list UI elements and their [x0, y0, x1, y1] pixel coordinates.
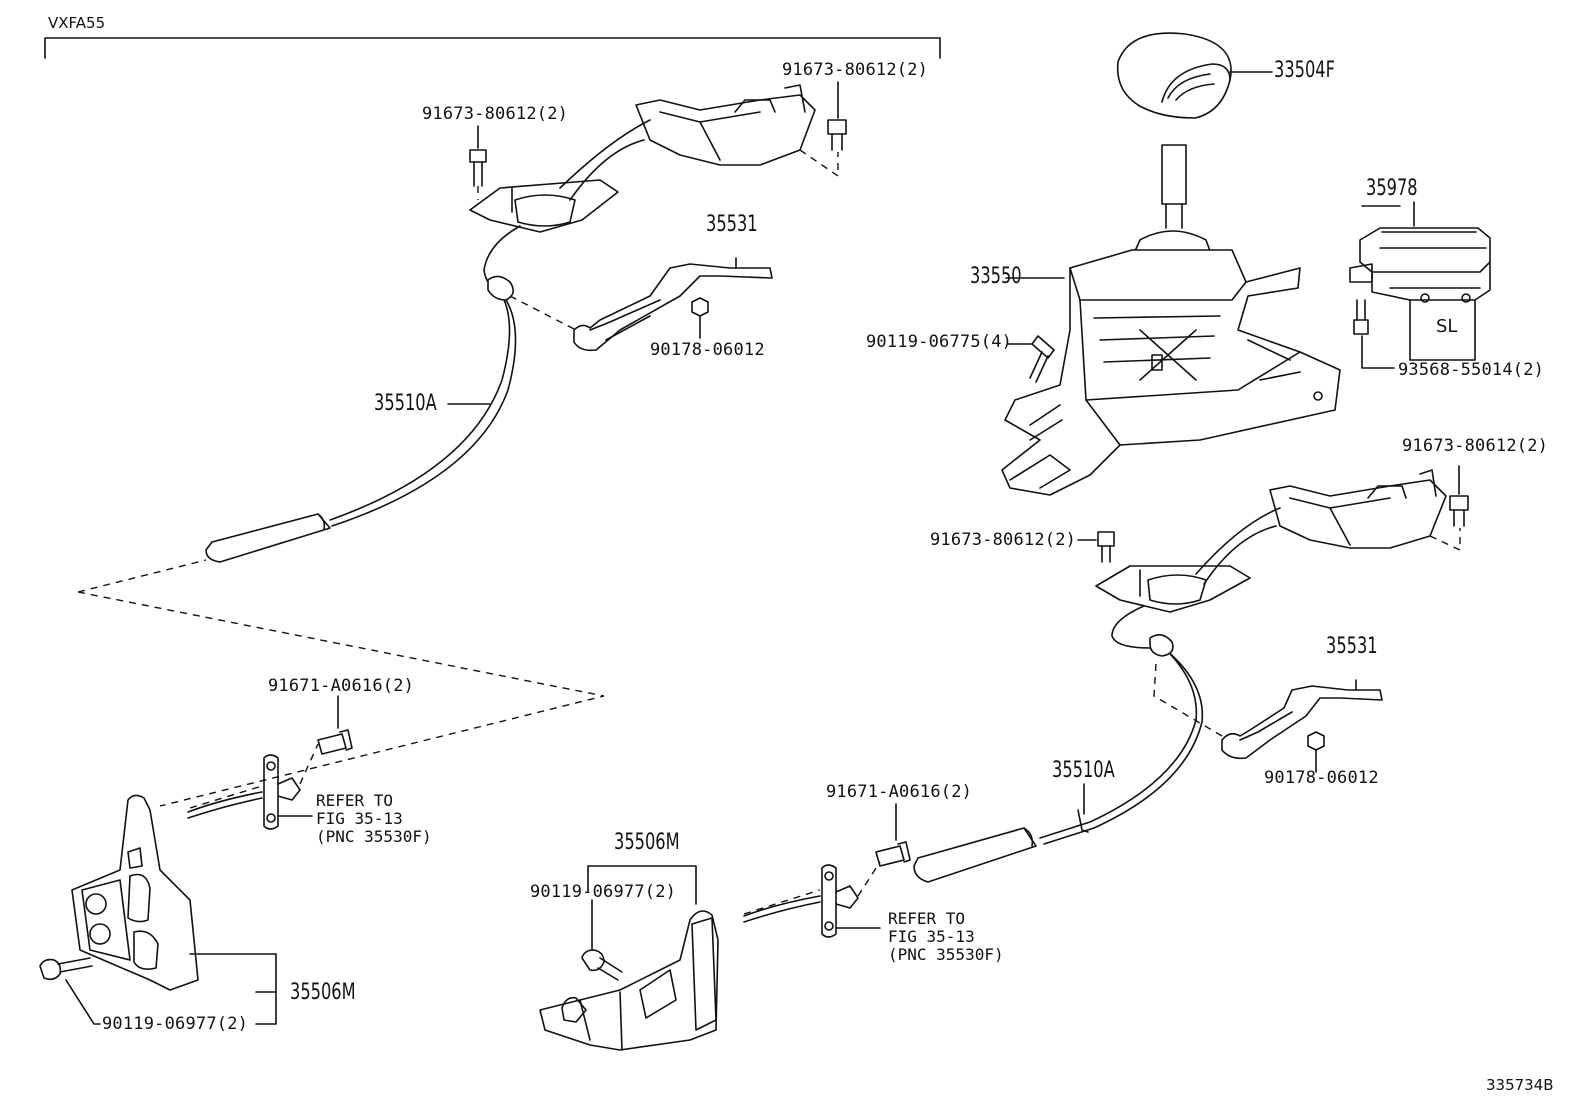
reference-left-line1: REFER TO	[316, 791, 394, 810]
solenoid-marking: SL	[1436, 316, 1458, 337]
left-retainer-drawing	[71, 794, 277, 1025]
part-label-solenoid: 35978	[1366, 176, 1418, 201]
part-label-cable-left: 35510A	[374, 391, 437, 416]
reference-right-line2: FIG 35-13	[888, 927, 975, 946]
bolt-retainer-right-drawing	[581, 899, 623, 981]
shift-lever-assembly-drawing	[1001, 144, 1341, 496]
part-label-retainer-left: 35506M	[290, 980, 356, 1005]
bolt-mid-right-drawing	[1449, 465, 1469, 527]
model-code-label: VXFA55	[48, 14, 106, 32]
bolt-top-left-drawing	[469, 125, 487, 187]
reference-right-line3: (PNC 35530F)	[888, 945, 1004, 964]
part-label-cable-right: 35510A	[1052, 758, 1115, 783]
shift-lock-solenoid-drawing	[1349, 201, 1491, 361]
bolt-mid-left-drawing	[1077, 531, 1115, 563]
part-label-retainer-right: 35506M	[614, 830, 680, 855]
reference-note-left: REFER TO FIG 35-13 (PNC 35530F)	[316, 792, 432, 846]
dashed-cable-line-left	[189, 743, 319, 809]
nut-left-drawing	[691, 297, 709, 339]
reference-note-right: REFER TO FIG 35-13 (PNC 35530F)	[888, 910, 1004, 964]
dashed-assembly-line-diag	[77, 591, 605, 807]
fastener-label-bolt-lever: 90119-06775(4)	[866, 332, 1013, 352]
assembly-bracket-line	[44, 37, 941, 59]
dashed-bracket-mid	[1429, 528, 1461, 552]
dashed-assembly-line-upper	[77, 559, 207, 593]
nut-right-drawing	[1307, 731, 1325, 773]
right-lever-bracket-drawing	[1221, 679, 1383, 760]
fastener-label-screw-solenoid: 93568-55014(2)	[1398, 360, 1545, 380]
solenoid-screw-drawing	[1353, 299, 1395, 369]
right-cable-mount-drawing	[1095, 469, 1447, 613]
dashed-bracket-tr	[799, 149, 839, 178]
reference-left-line2: FIG 35-13	[316, 809, 403, 828]
dashed-link-right	[1153, 663, 1223, 737]
reference-left-line3: (PNC 35530F)	[316, 827, 432, 846]
left-cable-end-drawing	[187, 754, 313, 830]
fastener-label-bolt-top-right: 91673-80612(2)	[782, 60, 929, 80]
part-label-knob: 33504F	[1274, 58, 1335, 83]
fastener-label-bolt-retainer-left: 90119-06977(2)	[102, 1014, 249, 1034]
left-cable-mount-drawing	[469, 84, 816, 233]
left-lever-bracket-drawing	[573, 257, 773, 352]
part-label-bracket-left: 35531	[706, 212, 758, 237]
bolt-cable-right-drawing	[875, 803, 911, 867]
bolt-lever-drawing	[1007, 335, 1055, 383]
shift-knob-drawing	[1116, 32, 1273, 119]
fastener-label-bolt-top-left: 91673-80612(2)	[422, 104, 569, 124]
right-cable-drawing	[913, 605, 1204, 883]
bolt-cable-left-drawing	[317, 695, 353, 755]
dashed-link-left	[509, 295, 577, 331]
fastener-label-nut-right: 90178-06012	[1264, 768, 1379, 788]
left-cable-drawing	[205, 225, 521, 563]
bolt-retainer-left-drawing	[39, 957, 101, 1025]
fastener-label-bolt-cable-right: 91671-A0616(2)	[826, 782, 973, 802]
part-label-shift-lever: 33550	[970, 264, 1022, 289]
fastener-label-bolt-cable-left: 91671-A0616(2)	[268, 676, 415, 696]
fastener-label-nut-left: 90178-06012	[650, 340, 765, 360]
fastener-label-bolt-retainer-right: 90119-06977(2)	[530, 882, 677, 902]
reference-right-line1: REFER TO	[888, 909, 966, 928]
right-retainer-drawing	[539, 865, 719, 1051]
right-cable-end-drawing	[743, 864, 881, 938]
dashed-cable-line-right	[743, 861, 881, 915]
fastener-label-bolt-mid-right: 91673-80612(2)	[1402, 436, 1549, 456]
illustration-id-label: 335734B	[1486, 1076, 1554, 1094]
fastener-label-bolt-mid-left: 91673-80612(2)	[930, 530, 1077, 550]
bolt-top-right-drawing	[827, 81, 847, 151]
part-label-bracket-right: 35531	[1326, 634, 1378, 659]
label-leaders	[1005, 205, 1401, 279]
